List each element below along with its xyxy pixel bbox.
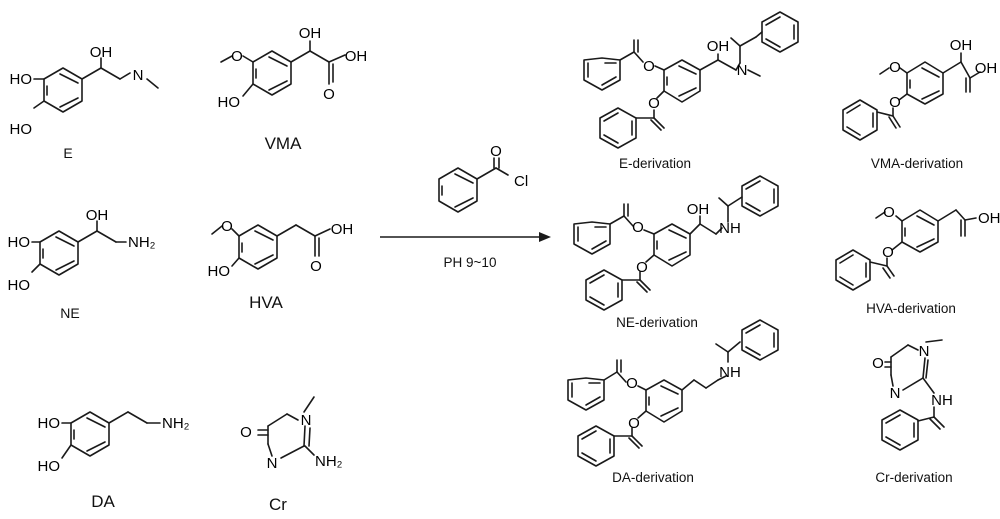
- e-der-n-label: N: [737, 62, 748, 79]
- molecule-e: OH N HO HO: [10, 44, 159, 138]
- hva-ho-label: HO: [208, 263, 231, 280]
- reaction-arrow: [380, 232, 551, 242]
- ne-oh-label: OH: [86, 207, 109, 224]
- cr-o-label: O: [240, 424, 252, 441]
- cr-nh2-label: NH₂: [315, 453, 343, 470]
- caption-ne-derivation: NE-derivation: [616, 315, 698, 330]
- da-der-o2-label: O: [628, 415, 640, 432]
- ne-ho1-label: HO: [8, 234, 31, 251]
- ne-der-o2-label: O: [636, 259, 648, 276]
- caption-vma-derivation: VMA-derivation: [870, 156, 964, 171]
- vma-ho-label: HO: [218, 94, 241, 111]
- reagent-benzoyl-chloride: O Cl: [438, 143, 528, 213]
- ne-der-o1-label: O: [632, 219, 644, 236]
- e-der-oh-label: OH: [707, 38, 730, 55]
- caption-da: DA: [91, 492, 115, 511]
- ne-der-nh-label: NH: [719, 220, 741, 237]
- vma-oh-label: OH: [299, 25, 322, 42]
- caption-cr-derivation: Cr-derivation: [875, 470, 953, 485]
- hva-der-oh-label: OH: [978, 210, 1000, 227]
- molecule-hva-derivation: O OH O: [835, 204, 1000, 291]
- hva-der-o-ester-label: O: [882, 244, 894, 261]
- molecule-vma-derivation: OH OH O O: [842, 37, 998, 141]
- molecule-vma: O HO OH OH O: [218, 25, 368, 111]
- da-nh2-label: NH₂: [162, 415, 190, 432]
- molecule-cr: O N N NH₂: [240, 396, 343, 472]
- hva-der-o-meo-label: O: [883, 204, 895, 221]
- e-ho1-label: HO: [10, 71, 33, 88]
- ne-ho2-label: HO: [8, 277, 31, 294]
- reagent-cl-label: Cl: [514, 173, 528, 190]
- vma-der-oh-acid-label: OH: [975, 60, 998, 77]
- hva-oh-label: OH: [331, 221, 354, 238]
- molecule-ne-derivation: O O OH NH: [573, 175, 779, 311]
- reaction-condition: PH 9~10: [443, 255, 497, 270]
- cr-der-n1-label: N: [919, 343, 930, 360]
- molecule-cr-derivation: O N N NH: [872, 339, 953, 451]
- da-ho1-label: HO: [38, 415, 61, 432]
- caption-hva-derivation: HVA-derivation: [866, 301, 956, 316]
- caption-ne: NE: [60, 305, 80, 321]
- cr-n3-label: N: [267, 455, 278, 472]
- vma-o-label: O: [231, 48, 243, 65]
- da-der-o1-label: O: [626, 375, 638, 392]
- molecule-hva: O HO OH O: [208, 218, 354, 280]
- e-ho2-label: HO: [10, 121, 33, 138]
- molecule-e-derivation: O O OH N: [583, 11, 799, 149]
- da-ho2-label: HO: [38, 458, 61, 475]
- cr-der-nh-label: NH: [931, 392, 953, 409]
- caption-cr: Cr: [269, 495, 287, 514]
- vma-der-o-meo-label: O: [889, 59, 901, 76]
- caption-vma: VMA: [264, 134, 302, 153]
- hva-o-carbonyl-label: O: [310, 258, 322, 275]
- molecule-da: HO HO NH₂: [38, 411, 190, 475]
- hva-o-label: O: [221, 218, 233, 235]
- vma-oh-acid-label: OH: [345, 48, 368, 65]
- da-der-nh-label: NH: [719, 364, 741, 381]
- ne-der-oh-label: OH: [687, 201, 710, 218]
- molecule-da-derivation: O O NH: [567, 319, 779, 467]
- e-der-o2-label: O: [648, 95, 660, 112]
- vma-der-o-ester-label: O: [889, 94, 901, 111]
- caption-hva: HVA: [249, 293, 283, 312]
- caption-e: E: [63, 145, 73, 161]
- e-oh-label: OH: [90, 44, 113, 61]
- e-n-label: N: [133, 67, 144, 84]
- e-der-o1-label: O: [643, 58, 655, 75]
- cr-der-n3-label: N: [890, 385, 901, 402]
- ne-nh2-label: NH₂: [128, 234, 156, 251]
- caption-e-derivation: E-derivation: [618, 156, 692, 171]
- molecule-ne: OH NH₂ HO HO: [8, 207, 156, 294]
- reagent-o-label: O: [490, 143, 502, 160]
- cr-n1-label: N: [301, 412, 312, 429]
- vma-o-carbonyl-label: O: [323, 86, 335, 103]
- vma-der-oh-label: OH: [950, 37, 973, 54]
- cr-der-o-label: O: [872, 355, 884, 372]
- caption-da-derivation: DA-derivation: [612, 470, 694, 485]
